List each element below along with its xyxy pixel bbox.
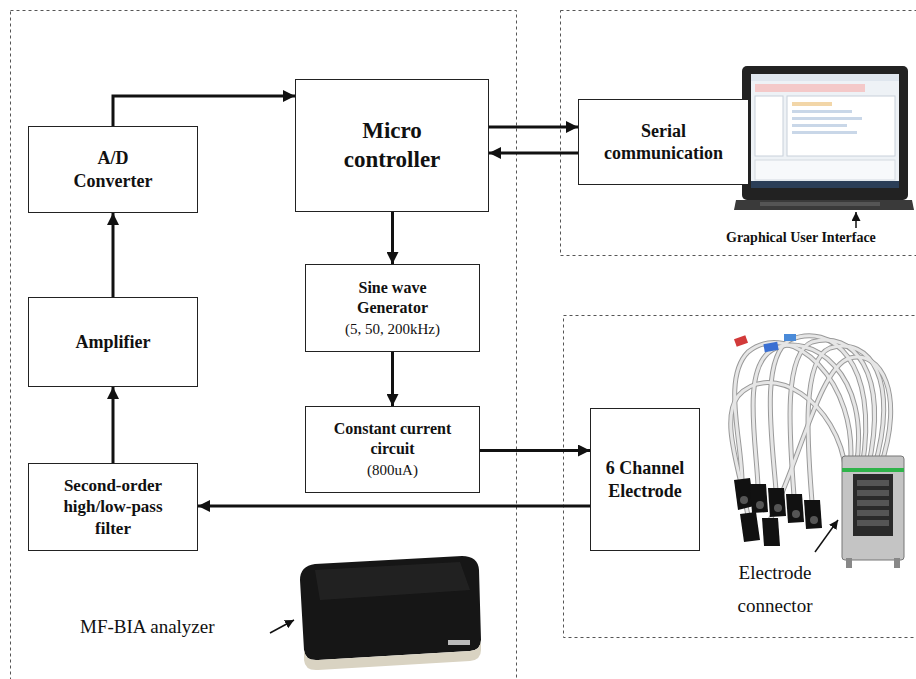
box-detail: (800uA): [320, 461, 465, 480]
box-detail: (5, 50, 200kHz): [335, 320, 450, 339]
box-title: Amplifier: [76, 331, 151, 354]
caption-label: Electrode connector: [712, 556, 838, 623]
process-box: Serial communication: [578, 99, 749, 185]
analyzer-device-illustration: [300, 556, 481, 670]
caption-label: Graphical User Interface: [726, 230, 914, 247]
box-text-group: Second-order high/low-pass filter: [47, 475, 179, 539]
flow-arrow: [489, 152, 578, 155]
dashed-region: [564, 316, 916, 638]
caption-label: MF-BIA analyzer: [80, 616, 280, 639]
process-box: Amplifier: [28, 297, 198, 387]
leader-arrow: [855, 212, 857, 228]
flow-arrow: [113, 96, 295, 126]
leader-arrow: [270, 620, 294, 633]
box-title: Second-order high/low-pass filter: [47, 475, 179, 539]
box-title: Constant current circuit: [320, 419, 465, 459]
process-box: Constant current circuit (800uA): [305, 406, 480, 493]
electrode-tag-illustration: [734, 334, 796, 352]
electrode-connector-illustration: [842, 456, 904, 568]
box-text-group: Sine wave Generator (5, 50, 200kHz): [335, 278, 450, 339]
process-box: 6 Channel Electrode: [590, 408, 700, 551]
box-text-group: Micro controller: [322, 117, 462, 175]
dashed-region: [561, 11, 916, 256]
box-text-group: Serial communication: [594, 120, 734, 165]
flow-arrow: [391, 212, 394, 264]
box-text-group: Amplifier: [76, 331, 151, 354]
flow-arrow: [391, 352, 394, 406]
flow-arrow: [489, 126, 578, 129]
process-box: A/D Converter: [28, 126, 198, 213]
process-box: Sine wave Generator (5, 50, 200kHz): [305, 264, 480, 352]
flow-arrow: [480, 449, 590, 452]
box-title: Sine wave Generator: [335, 278, 450, 318]
box-text-group: Constant current circuit (800uA): [320, 419, 465, 480]
box-title: Serial communication: [594, 120, 734, 165]
flow-arrow: [112, 213, 115, 297]
box-title: Micro controller: [322, 117, 462, 175]
flow-arrow: [198, 505, 590, 508]
flow-arrow: [112, 387, 115, 463]
process-box: Second-order high/low-pass filter: [28, 463, 198, 551]
box-title: 6 Channel Electrode: [601, 457, 689, 502]
electrode-cable-illustration: [731, 336, 891, 520]
box-title: A/D Converter: [58, 147, 168, 192]
box-text-group: A/D Converter: [58, 147, 168, 192]
leader-arrow: [815, 520, 838, 552]
laptop-illustration: [734, 66, 914, 210]
process-box: Micro controller: [295, 79, 489, 212]
electrode-clip-illustration: [734, 478, 822, 546]
box-text-group: 6 Channel Electrode: [601, 457, 689, 502]
dashed-region: [11, 11, 517, 679]
